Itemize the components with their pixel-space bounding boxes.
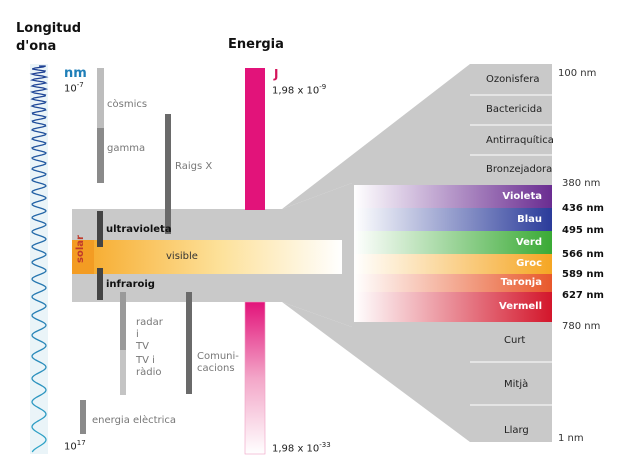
uv-tanning-label: Bronzejadora	[486, 164, 553, 175]
wave-icon	[29, 65, 49, 453]
color-green-label: Verd	[515, 237, 542, 248]
communications-bar	[186, 292, 192, 394]
color-red-label: Vermell	[499, 301, 542, 312]
band-red	[354, 292, 552, 322]
color-yellow-label: Groc	[516, 258, 542, 269]
mark-1nm: 1 nm	[558, 433, 584, 444]
xray-label: Raigs X	[175, 161, 213, 172]
solar-label: solar	[75, 235, 86, 263]
uv-bactericidal-label: Bactericida	[486, 104, 543, 115]
mark-495nm: 495 nm	[562, 225, 604, 236]
ir-long-label: Llarg	[504, 425, 529, 436]
xray-bar	[165, 114, 171, 234]
energy-title: Energia	[228, 37, 284, 52]
visible-label: visible	[166, 251, 198, 262]
ir-medium-label: Mitjà	[504, 379, 529, 390]
energy-top-value: 1,98 x 10-9	[272, 83, 327, 97]
radar-bar	[120, 292, 126, 350]
color-orange-label: Taronja	[500, 277, 542, 288]
tv-radio-bar	[120, 350, 126, 395]
uv-antirachitic-label: Antirraquítica	[486, 135, 554, 146]
communications-label-1: Comuni-	[197, 351, 239, 362]
mark-627nm: 627 nm	[562, 290, 604, 301]
mark-589nm: 589 nm	[562, 269, 604, 280]
band-violet	[354, 185, 552, 208]
gamma-bar	[97, 128, 104, 183]
mark-100nm: 100 nm	[558, 68, 597, 79]
wavelength-top-value: 10-7	[64, 81, 84, 95]
communications-label-2: cacions	[197, 363, 235, 374]
ir-short-label: Curt	[504, 335, 526, 346]
radar-label: radar	[136, 317, 163, 328]
cosmic-label: còsmics	[107, 99, 148, 110]
mark-780nm: 780 nm	[562, 321, 601, 332]
band-orange	[354, 274, 552, 292]
ultraviolet-label: ultravioleta	[106, 224, 172, 235]
uv-bar	[97, 211, 103, 247]
radar-and-label: i	[136, 329, 139, 340]
gamma-label: gamma	[107, 143, 146, 154]
electric-bar	[80, 400, 86, 434]
nm-unit-label: nm	[64, 66, 87, 81]
band-yellow	[354, 254, 552, 274]
solar-block	[72, 240, 94, 274]
tv-radio-label-1: TV i	[136, 355, 155, 366]
energy-bottom-value: 1,98 x 10-33	[272, 441, 331, 455]
electric-label: energia elèctrica	[92, 415, 177, 426]
color-blue-label: Blau	[517, 214, 542, 225]
band-green	[354, 231, 552, 254]
mark-380nm: 380 nm	[562, 178, 601, 189]
mark-566nm: 566 nm	[562, 249, 604, 260]
cosmic-bar	[97, 68, 104, 128]
energy-bar-bottom	[244, 301, 266, 455]
joule-unit-label: J	[274, 67, 279, 81]
energy-bar-top	[245, 68, 265, 210]
mark-436nm: 436 nm	[562, 203, 604, 214]
color-violet-label: Violeta	[502, 191, 542, 202]
visible-beam	[72, 240, 342, 274]
tv-radio-label-2: ràdio	[136, 367, 162, 378]
wavelength-bottom-value: 1017	[64, 439, 86, 453]
wavelength-title: Longitud d'ona	[16, 21, 82, 54]
uv-ozone-label: Ozonisfera	[486, 74, 540, 85]
ir-bar	[97, 268, 103, 300]
band-blue	[354, 208, 552, 231]
radar-tv-label: TV	[136, 341, 149, 352]
infrared-label: infraroig	[106, 279, 155, 290]
